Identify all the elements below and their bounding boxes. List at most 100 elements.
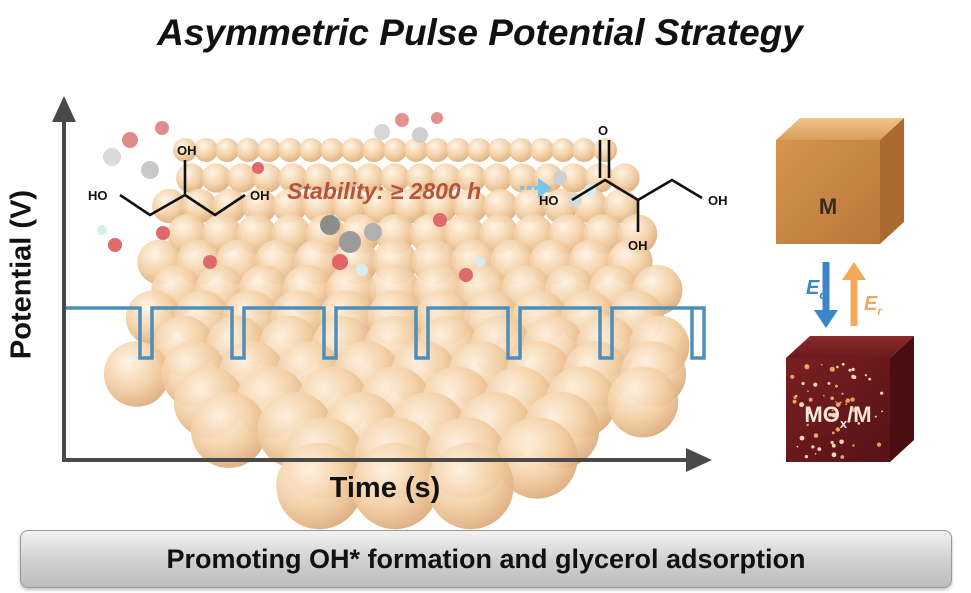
stability-label: Stability: ≥ 2800 h	[287, 178, 482, 204]
lattice-atom	[482, 163, 512, 193]
lattice-atom	[329, 163, 359, 193]
oxide-speckle	[830, 440, 834, 445]
oxide-speckle	[876, 442, 882, 447]
oxide-speckle	[850, 397, 855, 402]
lattice-atom	[227, 163, 257, 193]
oxide-speckle	[807, 411, 811, 415]
x-axis-arrowhead	[686, 448, 712, 472]
lattice-atom	[152, 188, 187, 224]
oxide-speckle	[799, 402, 805, 408]
product-oh-bottom: OH	[628, 238, 648, 253]
lattice-atom	[320, 138, 344, 162]
y-axis-label: Potential (V)	[5, 189, 38, 360]
oxide-speckle	[868, 377, 872, 381]
molecule-atom	[412, 127, 428, 143]
oxide-speckle	[829, 366, 835, 372]
oxide-cube-side	[890, 336, 914, 462]
product-ho-label: HO	[539, 193, 559, 208]
product-oh-right: OH	[708, 193, 728, 208]
oxide-speckle	[839, 401, 842, 404]
oxide-speckle	[851, 367, 855, 372]
oh-adsorbate	[433, 213, 447, 227]
lattice-atom	[457, 163, 487, 193]
redox-arrows: Eo Er	[806, 262, 883, 328]
h-atom	[475, 257, 485, 267]
lattice-atom	[257, 138, 281, 162]
lattice-atom	[341, 138, 365, 162]
lattice-atom	[299, 138, 323, 162]
lattice-atom	[508, 163, 538, 193]
lattice-atom	[383, 138, 407, 162]
lattice-atom	[173, 138, 197, 162]
lattice-atom	[351, 442, 439, 530]
lattice-atom	[404, 138, 428, 162]
oxide-speckle	[799, 435, 805, 441]
metal-cube-front	[776, 140, 880, 244]
oxide-cube-label: MOx/M	[804, 402, 871, 431]
lattice-atom	[483, 188, 518, 224]
lattice-atom	[509, 138, 533, 162]
oxide-speckle	[881, 410, 883, 413]
oxide-speckle	[835, 401, 837, 403]
lattice-atom	[236, 138, 260, 162]
oxide-speckle	[790, 374, 795, 379]
lattice-atom	[278, 138, 302, 162]
x-axis-label: Time (s)	[329, 472, 441, 504]
figure-title: Asymmetric Pulse Potential Strategy	[157, 12, 803, 53]
oxide-speckle	[857, 422, 861, 425]
oxide-speckle	[831, 409, 834, 412]
lattice-atom	[431, 163, 461, 193]
oxide-speckle	[880, 391, 884, 395]
oxide-speckle	[817, 447, 822, 451]
oh-adsorbate	[156, 226, 170, 240]
oxide-speckle	[841, 362, 845, 366]
metal-cube-label: M	[819, 194, 837, 219]
molecule-atom	[395, 113, 409, 127]
oxide-speckle	[793, 395, 797, 399]
oxide-speckle	[831, 452, 837, 458]
lattice-atom	[406, 163, 436, 193]
lattice-atom	[488, 138, 512, 162]
product-o-label: O	[598, 123, 608, 138]
metal-cube-top	[776, 118, 904, 140]
lattice-atom	[607, 366, 679, 438]
oxide-speckle	[814, 453, 817, 455]
lattice-atom	[242, 188, 277, 224]
oh-adsorbate	[108, 238, 122, 252]
lattice-atom	[194, 138, 218, 162]
oxide-speckle	[830, 396, 834, 401]
lattice-atom	[380, 163, 410, 193]
adsorbate-molecules	[97, 112, 596, 282]
oh-adsorbate	[459, 268, 473, 282]
lattice-atom	[572, 138, 596, 162]
lattice-atom	[603, 188, 638, 224]
lattice-atom	[446, 138, 470, 162]
oxide-speckle	[831, 431, 835, 435]
oxide-speckle	[820, 363, 823, 366]
molecule-atom	[141, 161, 159, 179]
lattice-atom	[551, 138, 575, 162]
oxide-speckle	[792, 399, 797, 404]
lattice-atom	[392, 188, 428, 224]
metal-cube: M	[776, 118, 904, 244]
axes	[62, 112, 694, 462]
oxide-speckle	[845, 403, 848, 406]
oxide-speckle	[827, 381, 831, 385]
lattice-atom	[425, 138, 449, 162]
glycerol-oh-right: OH	[250, 188, 270, 203]
oxide-speckle	[828, 412, 833, 417]
pulse-waveform	[64, 306, 706, 360]
oxide-speckle	[874, 415, 877, 418]
atom-lattice-surface	[103, 138, 690, 530]
oxide-speckle	[852, 444, 855, 447]
lattice-atom	[272, 188, 307, 224]
molecule-atom	[332, 254, 348, 270]
oh-adsorbate	[203, 255, 217, 269]
reduction-potential-label: Er	[864, 293, 883, 318]
molecule-atom	[122, 132, 138, 148]
oxide-speckles	[790, 362, 884, 459]
oxide-speckle	[831, 412, 837, 418]
molecule-atom	[155, 121, 169, 135]
